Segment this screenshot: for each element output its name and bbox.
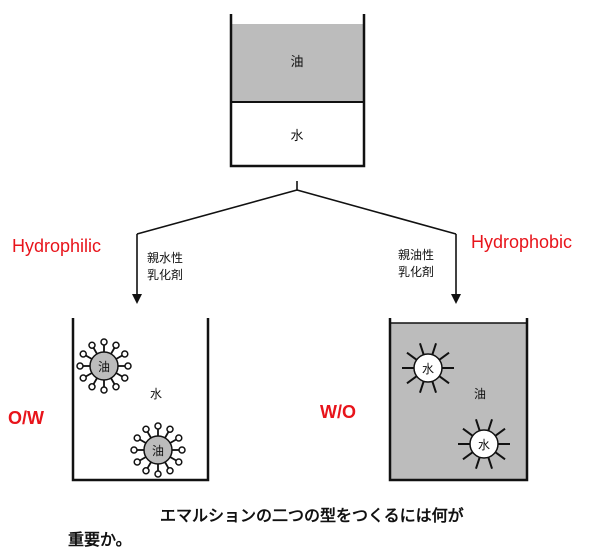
water-layer-label: 水 <box>290 129 303 144</box>
oil-droplet: 油 <box>76 338 132 394</box>
hydrophobic-annotation: Hydrophobic <box>471 232 572 252</box>
svg-text:油: 油 <box>152 444 164 458</box>
oil-layer <box>231 24 364 102</box>
right-arrowhead <box>451 294 461 304</box>
branch-arrows <box>136 181 457 300</box>
right-branch-line <box>296 189 457 235</box>
wo-type-label: W/O <box>320 402 356 422</box>
svg-text:水: 水 <box>478 438 490 452</box>
left-arrowhead <box>132 294 142 304</box>
right-emulsifier-line1: 親油性 <box>398 248 434 262</box>
wo-oil-phase <box>390 323 527 480</box>
hydrophilic-annotation: Hydrophilic <box>12 236 101 256</box>
ow-container: 水 油 油 <box>71 318 210 482</box>
right-emulsifier-line2: 乳化剤 <box>398 264 434 279</box>
wo-container: 油 水 水 <box>388 318 529 482</box>
water-droplet: 水 <box>402 342 454 394</box>
water-layer <box>231 102 364 166</box>
svg-text:水: 水 <box>422 362 434 376</box>
ow-type-label: O/W <box>8 408 44 428</box>
water-droplet: 水 <box>458 418 510 470</box>
left-branch-line <box>136 189 298 235</box>
left-emulsifier-line2: 乳化剤 <box>147 267 183 282</box>
left-emulsifier-line1: 親水性 <box>147 251 183 265</box>
top-container: 油 水 <box>229 14 366 168</box>
oil-layer-label: 油 <box>290 55 303 70</box>
oil-droplet: 油 <box>130 422 186 478</box>
caption-line-1: エマルションの二つの型をつくるには何が <box>160 506 464 525</box>
container-walls <box>229 14 366 168</box>
svg-text:油: 油 <box>98 360 110 374</box>
wo-continuous-label: 油 <box>474 387 486 401</box>
caption-line-2: 重要か。 <box>68 530 132 549</box>
ow-container-walls <box>71 318 210 482</box>
wo-container-walls <box>388 318 529 482</box>
ow-continuous-label: 水 <box>150 387 162 401</box>
